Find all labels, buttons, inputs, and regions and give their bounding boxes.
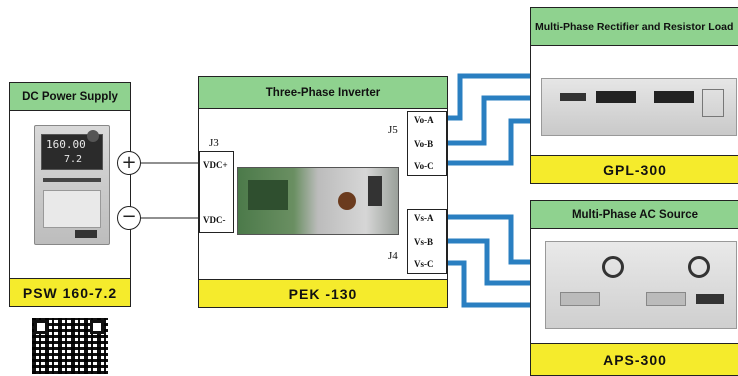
three-phase-inverter-block: Three-Phase Inverter J3 J5 J4 VDC+ VDC- … (198, 76, 448, 308)
wire-vs-a (446, 214, 532, 265)
port-vs-b: Vs-B (414, 237, 434, 247)
dc-power-supply-block: DC Power Supply 160.00 7.2 PSW 160-7.2 (9, 82, 131, 307)
j5-connector: Vo-A Vo-B Vo-C (407, 111, 447, 176)
j4-connector: Vs-A Vs-B Vs-C (407, 209, 447, 274)
port-vo-a: Vo-A (414, 115, 434, 125)
ac-source-model: APS-300 (531, 343, 738, 375)
wire-vs-b (446, 238, 532, 286)
rectifier-load-model: GPL-300 (531, 155, 738, 183)
ac-source-block: Multi-Phase AC Source APS-300 (530, 200, 738, 376)
negative-terminal-icon: − (117, 206, 141, 230)
positive-terminal-icon: + (117, 151, 141, 175)
j3-connector: VDC+ VDC- (199, 151, 234, 233)
qr-code-icon (32, 318, 108, 374)
rectifier-load-title: Multi-Phase Rectifier and Resistor Load (531, 8, 738, 46)
port-vdc-minus: VDC- (203, 215, 226, 225)
three-phase-inverter-title: Three-Phase Inverter (199, 77, 447, 109)
dc-power-supply-title: DC Power Supply (10, 83, 130, 111)
psw-display-voltage: 160.00 (46, 138, 86, 151)
ac-source-title: Multi-Phase AC Source (531, 201, 738, 229)
rectifier-load-block: Multi-Phase Rectifier and Resistor Load … (530, 7, 738, 184)
dc-power-supply-model: PSW 160-7.2 (10, 278, 130, 306)
port-vs-a: Vs-A (414, 213, 434, 223)
j5-label: J5 (388, 124, 398, 136)
j4-label: J4 (388, 250, 398, 262)
wire-vo-c (446, 118, 532, 166)
wire-vs-c (446, 260, 532, 308)
port-vo-b: Vo-B (414, 139, 434, 149)
psw-display-current: 7.2 (64, 154, 83, 165)
port-vs-c: Vs-C (414, 259, 434, 269)
psw-device-image: 160.00 7.2 (34, 125, 110, 245)
inverter-pcb-image (237, 167, 399, 235)
j3-label: J3 (209, 137, 219, 149)
wire-vo-b (446, 95, 532, 146)
wire-vo-a (446, 73, 532, 121)
port-vo-c: Vo-C (414, 161, 434, 171)
port-vdc-plus: VDC+ (203, 160, 228, 170)
gpl-device-image (541, 78, 737, 136)
three-phase-inverter-model: PEK -130 (199, 279, 447, 307)
aps-device-image (545, 241, 737, 329)
